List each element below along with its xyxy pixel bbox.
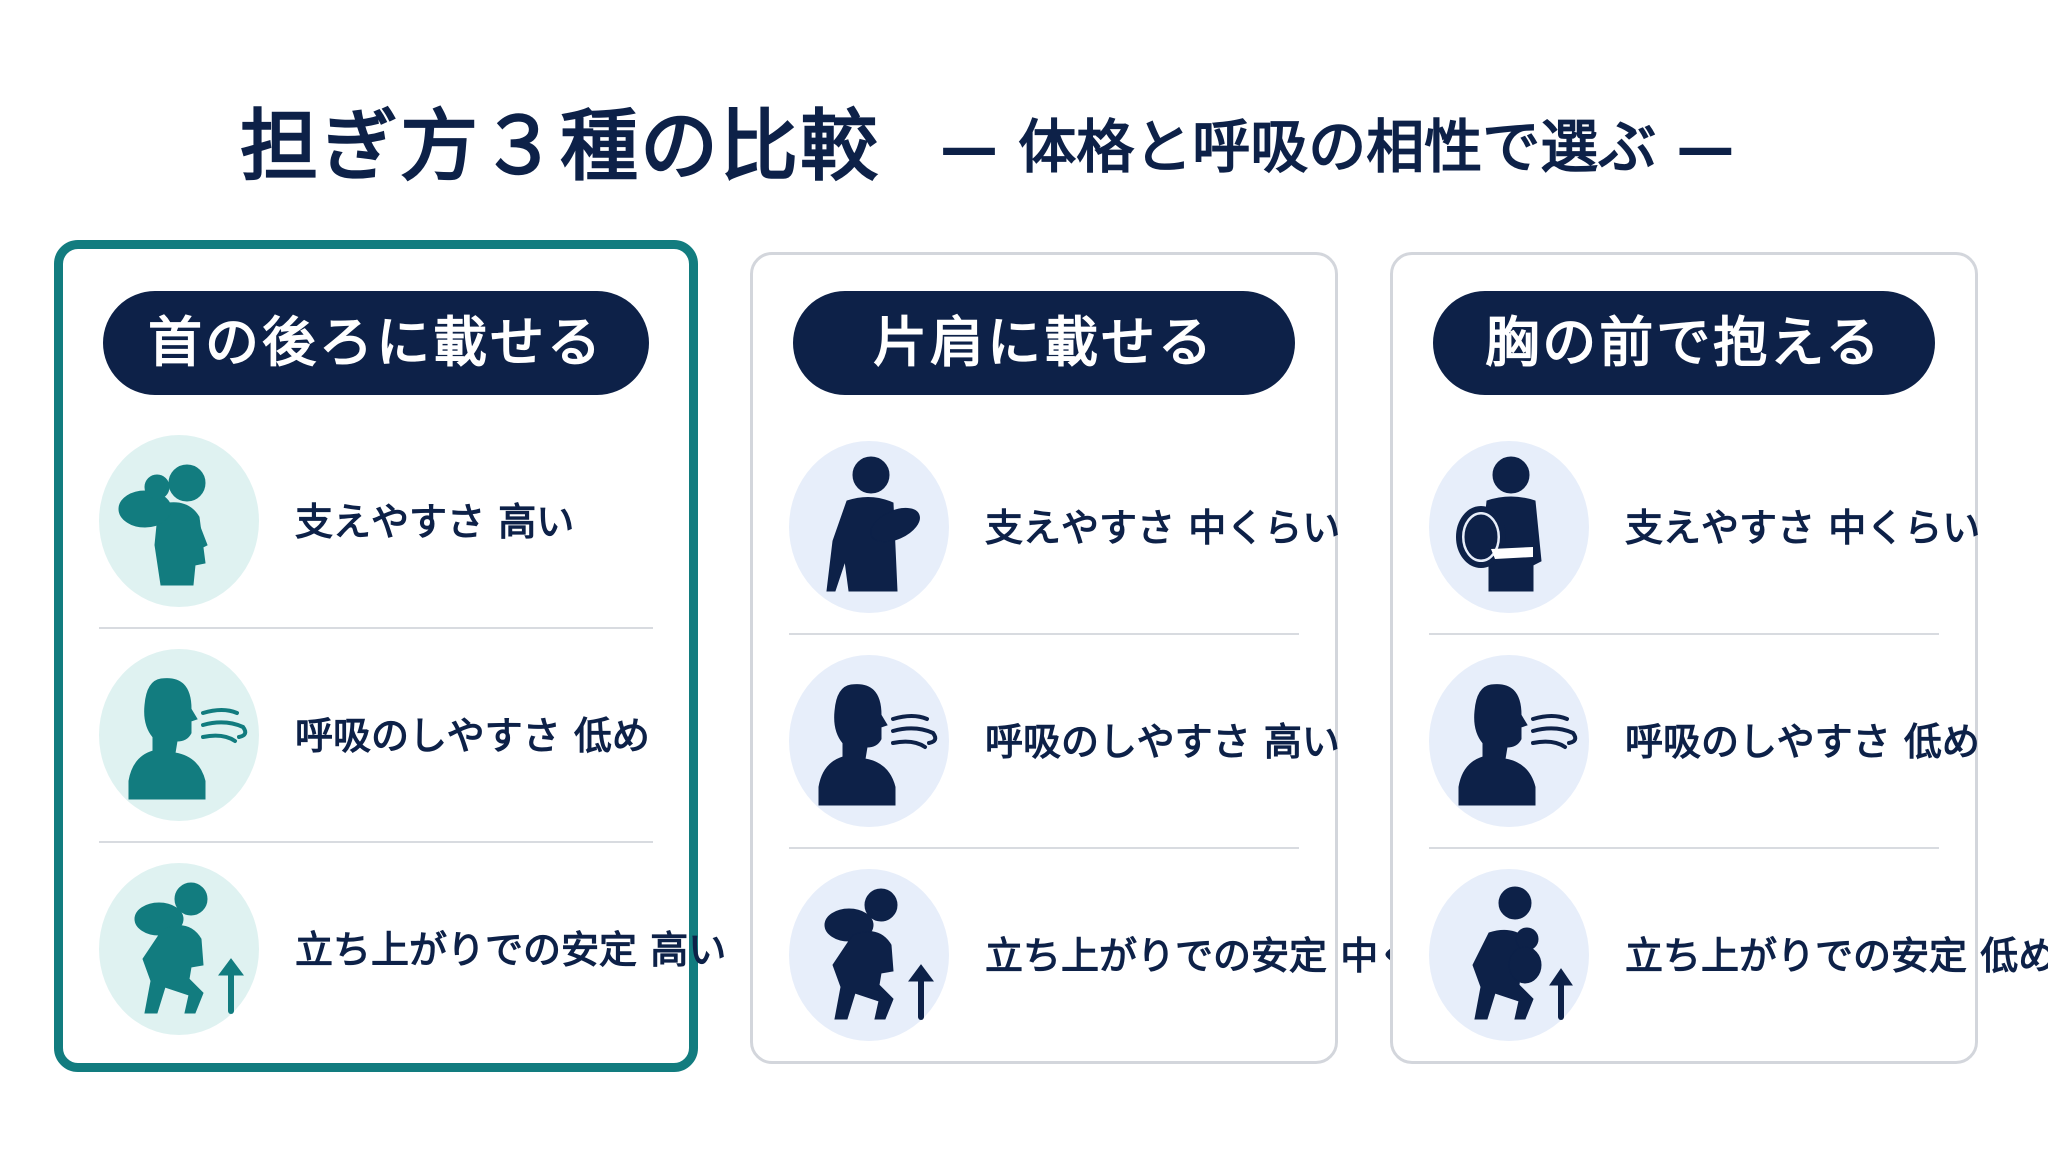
row-label: 呼吸のしやすさ 低め	[1625, 720, 1980, 764]
row-divider	[1429, 847, 1939, 849]
stand-up-icon	[789, 869, 949, 1041]
card-shoulder-carry[interactable]: 片肩に載せる 支えやすさ 中くらい 呼吸のしやすさ 高い	[750, 252, 1492, 1064]
card-chest-carry[interactable]: 胸の前で抱える 支えやすさ 中くらい 呼吸のし	[1390, 252, 2048, 1064]
card-title: 片肩に載せる	[793, 291, 1295, 395]
row-support: 支えやすさ 高い	[99, 415, 653, 629]
shoulder-carry-icon	[789, 441, 949, 613]
chest-carry-icon	[1429, 441, 1589, 613]
row-divider	[789, 847, 1299, 849]
row-stand-up: 立ち上がりでの安定 高い	[99, 843, 726, 1057]
page-title: 担ぎ方３種の比較	[240, 102, 881, 192]
card-title: 胸の前で抱える	[1433, 291, 1935, 395]
row-divider	[1429, 633, 1939, 635]
breathing-icon	[789, 655, 949, 827]
card-title: 首の後ろに載せる	[103, 291, 649, 395]
row-stand-up: 立ち上がりでの安定 低め	[1429, 849, 2048, 1063]
row-label: 立ち上がりでの安定 高い	[295, 928, 727, 972]
neck-carry-icon	[99, 435, 259, 607]
row-breathing: 呼吸のしやすさ 高い	[789, 635, 1340, 849]
row-label: 立ち上がりでの安定 低め	[1625, 934, 2048, 978]
stand-up-icon	[99, 863, 259, 1035]
row-stand-up: 立ち上がりでの安定 中くらい	[789, 849, 1492, 1063]
stand-up-icon	[1429, 869, 1589, 1041]
row-label: 支えやすさ 高い	[295, 500, 575, 544]
row-breathing: 呼吸のしやすさ 低め	[99, 629, 653, 843]
row-divider	[789, 633, 1299, 635]
row-label: 呼吸のしやすさ 高い	[985, 720, 1340, 764]
row-support: 支えやすさ 中くらい	[789, 421, 1340, 635]
row-divider	[99, 627, 653, 629]
row-label: 支えやすさ 中くらい	[1625, 506, 1981, 550]
row-label: 呼吸のしやすさ 低め	[295, 714, 650, 758]
row-divider	[99, 841, 653, 843]
breathing-icon	[1429, 655, 1589, 827]
breathing-icon	[99, 649, 259, 821]
row-support: 支えやすさ 中くらい	[1429, 421, 1980, 635]
title-row: 担ぎ方３種の比較 — 体格と呼吸の相性で選ぶ —	[0, 92, 2048, 202]
row-breathing: 呼吸のしやすさ 低め	[1429, 635, 1980, 849]
row-label: 支えやすさ 中くらい	[985, 506, 1341, 550]
card-neck-carry[interactable]: 首の後ろに載せる 支えやすさ 高い 呼吸のしや	[54, 240, 726, 1072]
page-subtitle: — 体格と呼吸の相性で選ぶ —	[940, 113, 1735, 181]
